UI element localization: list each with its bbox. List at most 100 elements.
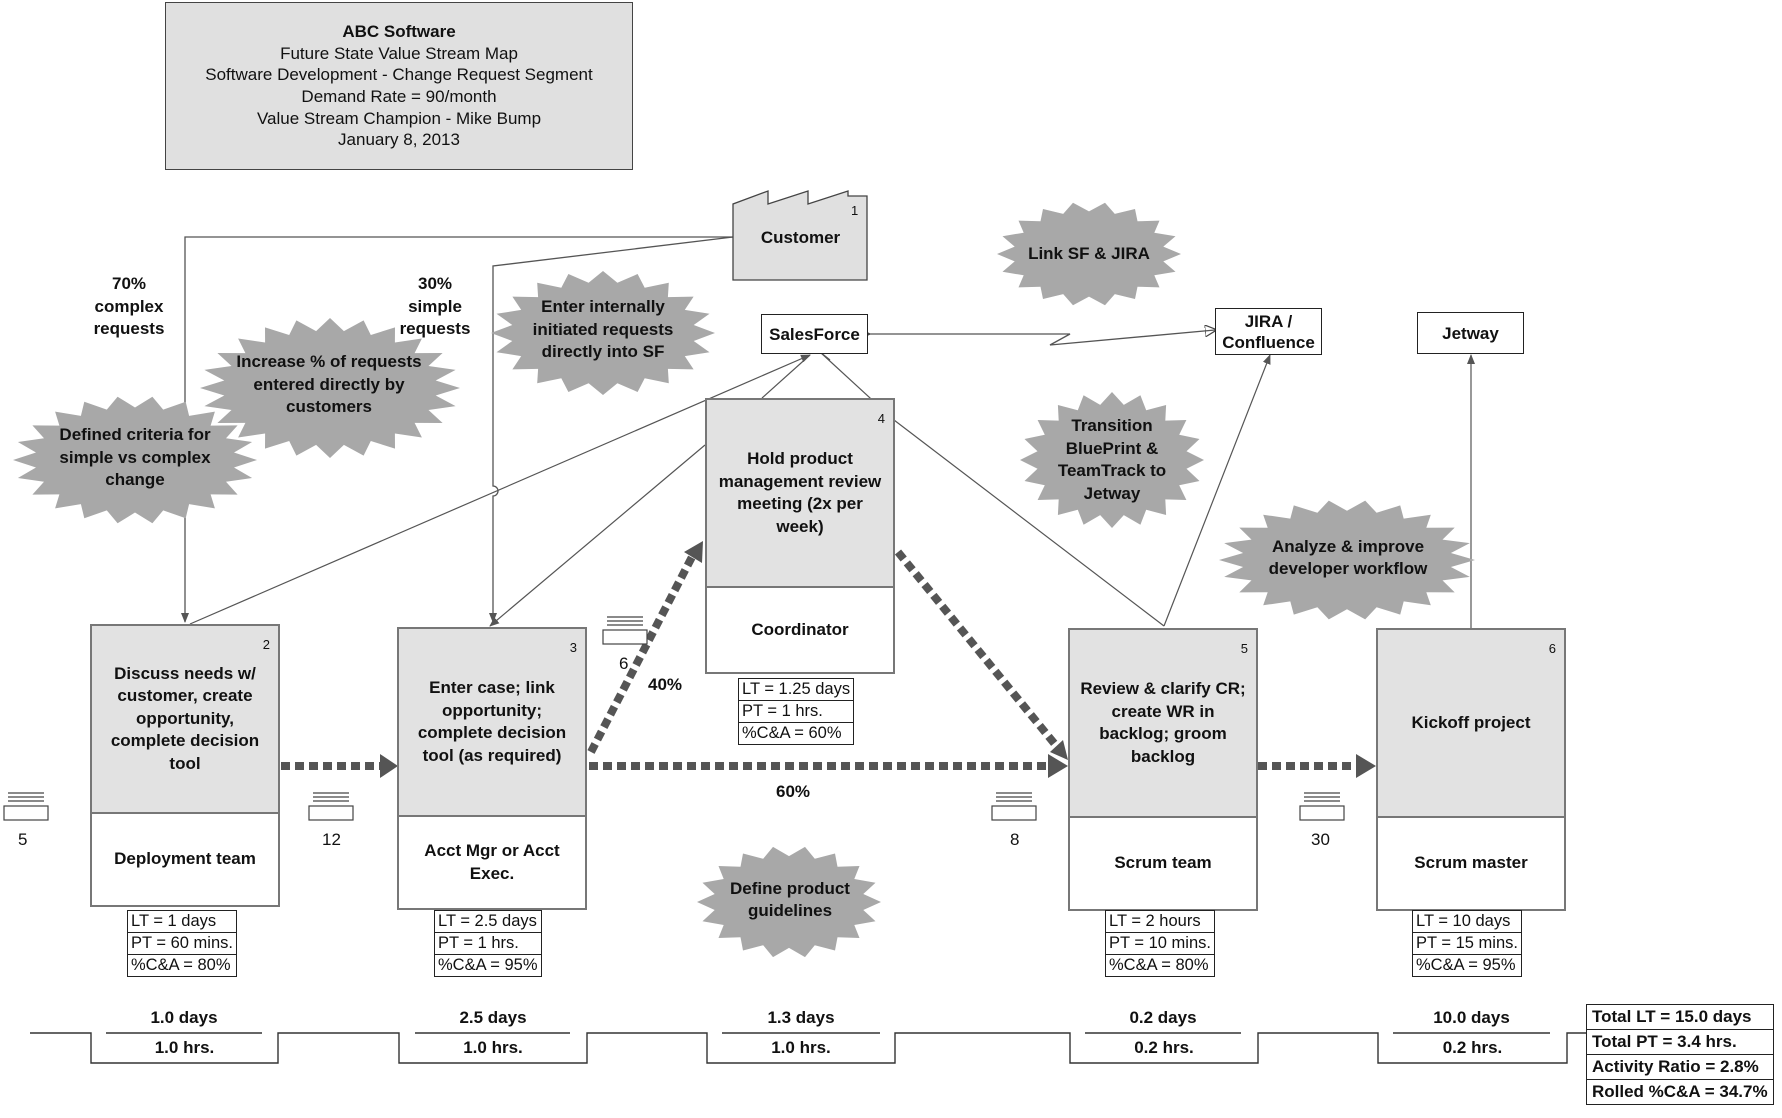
info-line-p5-jira bbox=[1163, 354, 1271, 627]
inventory-count: 6 bbox=[619, 654, 629, 673]
inventory-count: 12 bbox=[322, 830, 341, 849]
map-title: Future State Value Stream Map bbox=[280, 43, 518, 63]
push-arrow-p4-p5 bbox=[894, 549, 1062, 751]
process-box-2: Discuss needs w/ customer, create opport… bbox=[90, 624, 280, 907]
customer-number: 1 bbox=[851, 203, 859, 218]
simple-split-label: 30% simple requests bbox=[399, 274, 471, 338]
kaizen-burst-icon bbox=[697, 846, 881, 958]
company-name: ABC Software bbox=[342, 22, 456, 42]
timeline-ladder bbox=[30, 1032, 1586, 1064]
percent-complete-accurate: %C&A = 80% bbox=[131, 956, 231, 974]
process-time: PT = 1 hrs. bbox=[739, 701, 854, 723]
process-3-name: Enter case; link opportunity; complete d… bbox=[399, 629, 585, 817]
kaizen-burst-icon bbox=[1020, 392, 1204, 528]
info-line-p4-p3 bbox=[489, 444, 706, 627]
process-box-3: Enter case; link opportunity; complete d… bbox=[397, 627, 587, 910]
lead-time: LT = 2 hours bbox=[1106, 911, 1214, 933]
data-box-2: LT = 1 days PT = 60 mins. %C&A = 80% bbox=[127, 910, 237, 977]
map-header: ABC Software Future State Value Stream M… bbox=[165, 2, 633, 170]
process-5-number: 5 bbox=[1240, 641, 1248, 656]
process-time: PT = 15 mins. bbox=[1413, 933, 1521, 955]
demand-rate: Demand Rate = 90/month bbox=[301, 87, 497, 106]
kaizen-link-sf-jira: Link SF & JIRA bbox=[1028, 243, 1150, 263]
timeline-lt: 10.0 days bbox=[1433, 1008, 1510, 1027]
timeline-pt: 0.2 hrs. bbox=[1134, 1038, 1194, 1057]
kaizen-transition-jetway: Transition BluePrint & TeamTrack to Jetw… bbox=[1057, 416, 1167, 503]
percent-complete-accurate: %C&A = 60% bbox=[742, 724, 842, 742]
kaizen-burst-icon bbox=[200, 318, 460, 458]
inventory-count: 5 bbox=[18, 830, 28, 849]
lead-time: LT = 1 days bbox=[128, 911, 236, 933]
percent-complete-accurate: %C&A = 80% bbox=[1109, 956, 1209, 974]
lead-time: LT = 2.5 days bbox=[435, 911, 541, 933]
customer-label: Customer bbox=[760, 228, 841, 247]
timeline-lt: 0.2 days bbox=[1129, 1008, 1197, 1027]
jetway-system: Jetway bbox=[1417, 312, 1524, 354]
kaizen-burst-icon bbox=[1219, 500, 1475, 620]
data-box-6: LT = 10 days PT = 15 mins. %C&A = 95% bbox=[1412, 910, 1522, 977]
kaizen-burst-icon bbox=[491, 271, 715, 395]
lead-time: LT = 1.25 days bbox=[739, 679, 854, 701]
map-date: January 8, 2013 bbox=[338, 130, 460, 150]
timeline-lt: 1.3 days bbox=[767, 1008, 835, 1027]
process-4-name: Hold product management review meeting (… bbox=[707, 400, 893, 588]
timeline-pt: 1.0 hrs. bbox=[154, 1038, 215, 1057]
activity-ratio: Activity Ratio = 2.8% bbox=[1587, 1055, 1773, 1080]
inventory-symbols bbox=[3, 616, 1345, 821]
data-box-3: LT = 2.5 days PT = 1 hrs. %C&A = 95% bbox=[434, 910, 542, 977]
process-5-owner: Scrum team bbox=[1114, 853, 1212, 873]
timeline-lt: 1.0 days bbox=[150, 1008, 218, 1027]
data-box-4: LT = 1.25 days PT = 1 hrs. %C&A = 60% bbox=[738, 678, 855, 745]
rolled-ca: Rolled %C&A = 34.7% bbox=[1592, 1082, 1768, 1101]
timeline-pt: 1.0 hrs. bbox=[771, 1038, 831, 1057]
kaizen-burst-icon bbox=[13, 396, 257, 524]
kaizen-customer-entry: Increase % of requests entered directly … bbox=[236, 352, 422, 417]
kaizen-criteria: Defined criteria for simple vs complex c… bbox=[59, 425, 211, 490]
process-5-name: Review & clarify CR; create WR in backlo… bbox=[1070, 630, 1256, 818]
champion: Value Stream Champion - Mike Bump bbox=[256, 108, 542, 128]
customer-factory-icon bbox=[732, 190, 868, 281]
salesforce-system: SalesForce bbox=[761, 314, 868, 354]
kaizen-enter-sf: Enter internally initiated requests dire… bbox=[532, 297, 674, 362]
process-2-owner: Deployment team bbox=[114, 849, 256, 869]
process-time: PT = 10 mins. bbox=[1106, 933, 1214, 955]
process-time: PT = 1 hrs. bbox=[435, 933, 541, 955]
lead-time: LT = 10 days bbox=[1413, 911, 1521, 933]
segment-label: Software Development - Change Request Se… bbox=[205, 65, 593, 85]
kaizen-product-guidelines: Define product guidelines bbox=[730, 878, 850, 921]
total-lead-time: Total LT = 15.0 days bbox=[1587, 1005, 1773, 1030]
percent-complete-accurate: %C&A = 95% bbox=[1416, 956, 1516, 974]
push-arrow-p3-p4 bbox=[587, 553, 697, 754]
jira-system: JIRA / Confluence bbox=[1215, 308, 1322, 355]
data-box-5: LT = 2 hours PT = 10 mins. %C&A = 80% bbox=[1105, 910, 1215, 977]
complex-split-label: 70% complex requests bbox=[93, 274, 165, 338]
total-process-time: Total PT = 3.4 hrs. bbox=[1587, 1030, 1773, 1055]
inventory-count: 8 bbox=[1010, 830, 1020, 849]
process-time: PT = 60 mins. bbox=[128, 933, 236, 955]
salesforce-jira-link bbox=[868, 330, 1215, 346]
percent-complete-accurate: %C&A = 95% bbox=[438, 956, 538, 974]
process-4-owner: Coordinator bbox=[751, 619, 849, 639]
process-3-owner: Acct Mgr or Acct Exec. bbox=[424, 841, 560, 883]
inventory-count: 30 bbox=[1311, 830, 1330, 849]
process-4-number: 4 bbox=[877, 411, 885, 426]
timeline-lt: 2.5 days bbox=[459, 1008, 527, 1027]
process-2-number: 2 bbox=[262, 637, 270, 652]
split-60-label: 60% bbox=[776, 782, 811, 801]
process-2-name: Discuss needs w/ customer, create opport… bbox=[92, 626, 278, 814]
timeline-pt: 0.2 hrs. bbox=[1442, 1038, 1503, 1057]
kaizen-burst-icon bbox=[997, 202, 1181, 306]
timeline-pt: 1.0 hrs. bbox=[463, 1038, 523, 1057]
process-box-4: Hold product management review meeting (… bbox=[705, 398, 895, 674]
process-6-number: 6 bbox=[1548, 641, 1556, 656]
process-box-5: Review & clarify CR; create WR in backlo… bbox=[1068, 628, 1258, 911]
kaizen-developer-workflow: Analyze & improve developer workflow bbox=[1268, 536, 1428, 579]
kaizen-bursts bbox=[13, 202, 1475, 958]
split-40-label: 40% bbox=[648, 675, 683, 694]
info-line-p4-salesforce bbox=[761, 354, 811, 399]
process-6-owner: Scrum master bbox=[1414, 853, 1528, 873]
process-3-number: 3 bbox=[569, 640, 577, 655]
